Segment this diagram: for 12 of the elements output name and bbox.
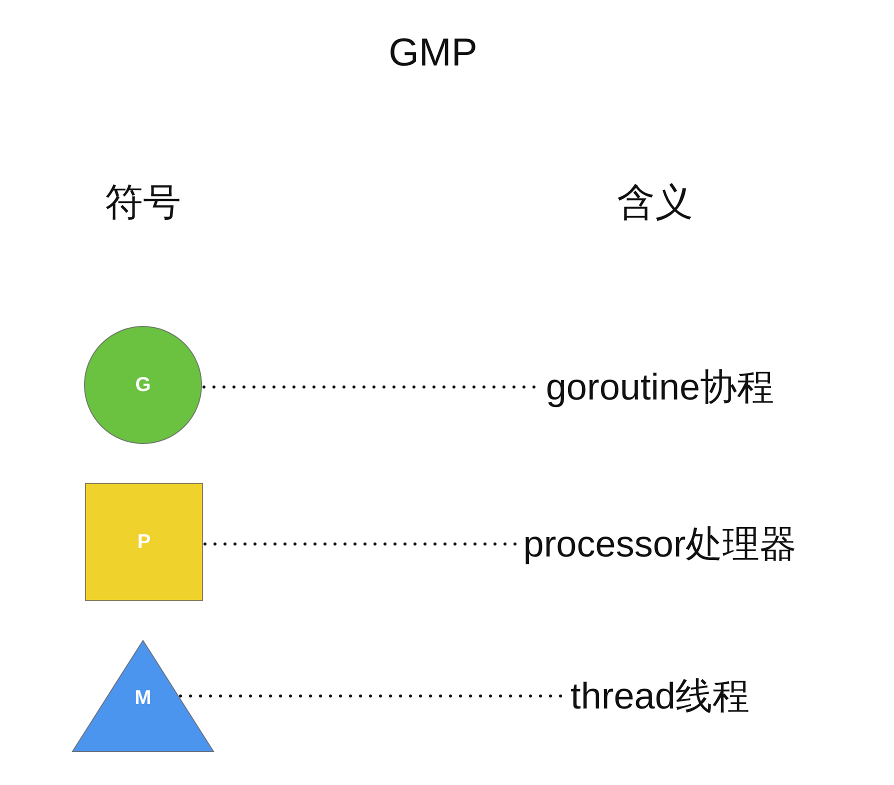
square-symbol (85, 483, 203, 601)
symbol-letter: M (134, 687, 152, 710)
meaning-text: processor处理器 (523, 524, 797, 566)
symbol-letter: G (135, 374, 151, 396)
column-heading: 符号 (105, 182, 181, 226)
meaning-text: goroutine协程 (546, 366, 774, 410)
column-heading: 含义 (617, 182, 693, 226)
triangle-symbol (72, 640, 214, 752)
symbol-letter: P (137, 531, 151, 553)
circle-symbol (84, 326, 202, 444)
meaning-text: thread线程 (570, 676, 750, 718)
diagram-title: GMP (388, 32, 478, 76)
